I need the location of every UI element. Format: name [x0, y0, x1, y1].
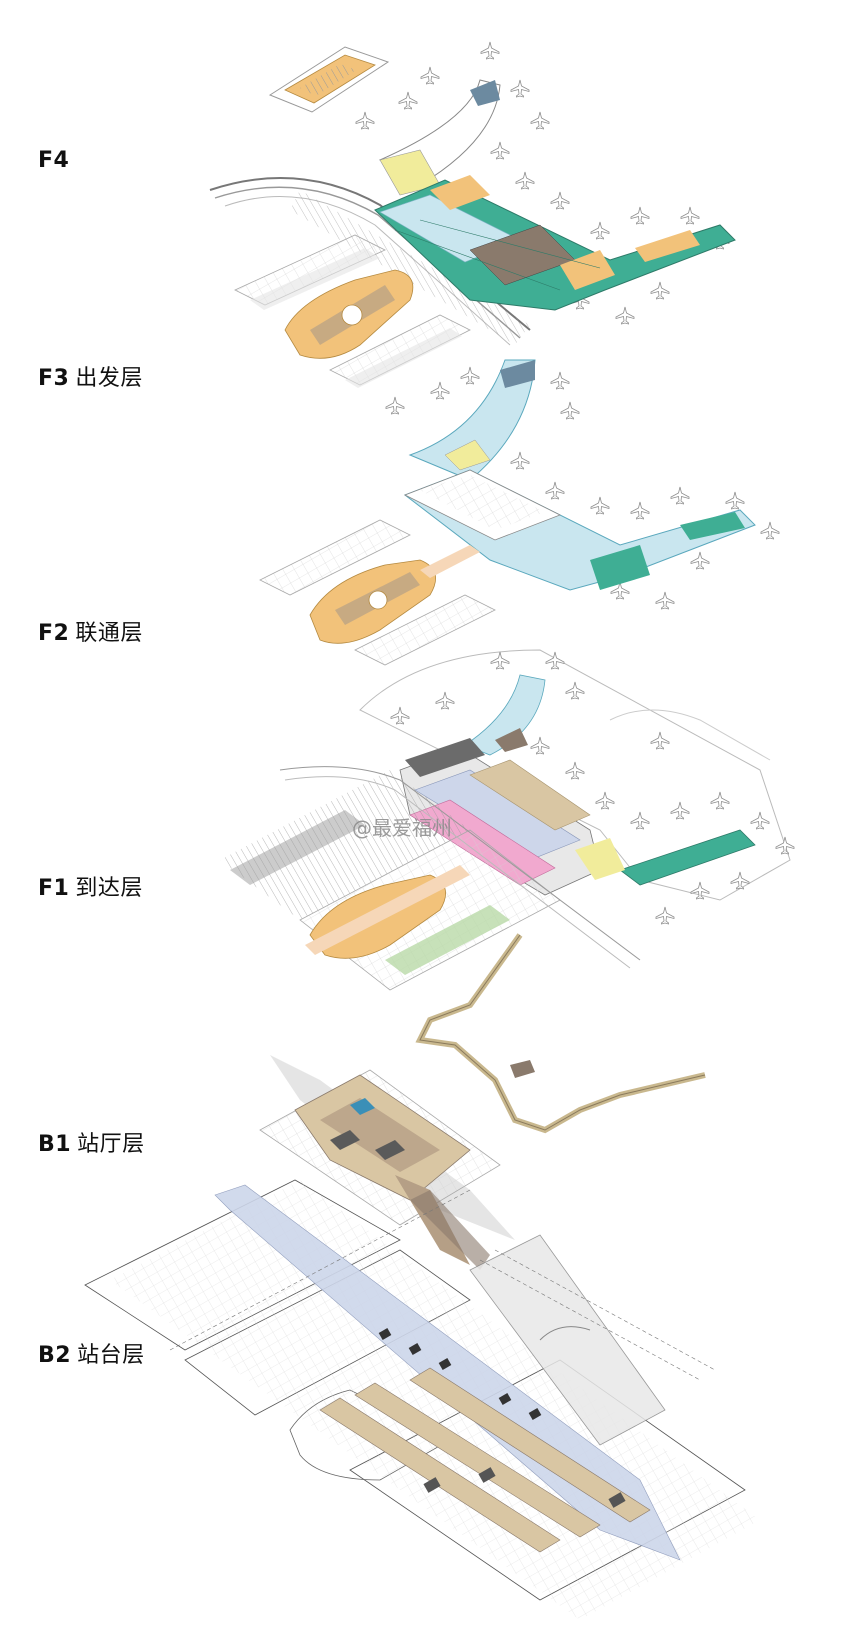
f4-level	[209, 41, 736, 388]
floor-name: 出发层	[75, 366, 143, 391]
f4-parking-roof	[268, 46, 390, 113]
b2-level	[84, 1179, 760, 1620]
f1-level	[220, 649, 795, 991]
floor-code: F4	[38, 148, 70, 173]
floor-code: F3	[38, 366, 70, 391]
floor-name: 联通层	[75, 621, 143, 646]
floor-name: 站厅层	[77, 1132, 145, 1157]
floor-code: B1	[38, 1132, 72, 1157]
floor-code: F1	[38, 876, 70, 901]
floor-label-f4: F4	[38, 148, 75, 173]
floor-name: 到达层	[75, 876, 143, 901]
floor-code: B2	[38, 1343, 72, 1368]
f3-level	[259, 359, 780, 666]
floor-code: F2	[38, 621, 70, 646]
watermark-text: @最爱福州	[352, 816, 452, 840]
b1-level	[259, 933, 706, 1270]
floor-name: 站台层	[77, 1343, 145, 1368]
